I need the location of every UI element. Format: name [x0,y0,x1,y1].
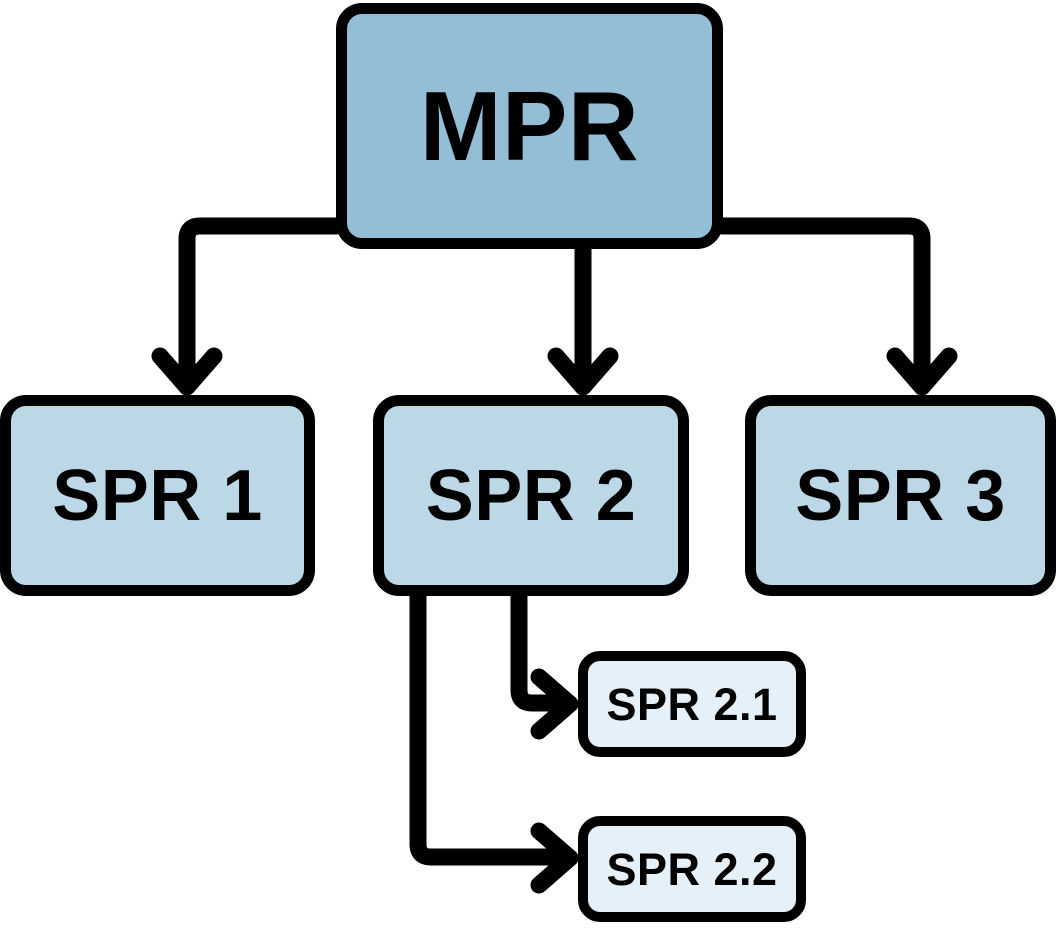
edge-spr2-to-spr21 [510,587,578,712]
node-spr22-label: SPR 2.2 [606,843,778,895]
node-mpr[interactable]: MPR [336,3,723,249]
node-spr2-label: SPR 2 [425,455,637,536]
arrowhead-spr2 [547,347,619,396]
node-spr22[interactable]: SPR 2.2 [578,816,806,922]
node-spr3[interactable]: SPR 3 [745,395,1056,596]
arrowhead-spr21 [530,668,579,740]
node-spr21-label: SPR 2.1 [606,678,778,730]
arrowhead-spr1 [151,347,223,396]
node-spr1[interactable]: SPR 1 [0,395,315,596]
arrowhead-spr3 [886,347,958,396]
node-spr21[interactable]: SPR 2.1 [578,651,806,757]
node-spr3-label: SPR 3 [795,455,1006,536]
node-spr2[interactable]: SPR 2 [373,395,689,596]
edge-mpr-to-spr3 [714,217,931,395]
arrowhead-spr22 [530,822,579,894]
node-mpr-label: MPR [419,71,640,181]
edge-spr2-to-spr22 [409,587,578,866]
node-spr1-label: SPR 1 [52,455,263,536]
edge-mpr-to-spr1 [178,217,345,395]
